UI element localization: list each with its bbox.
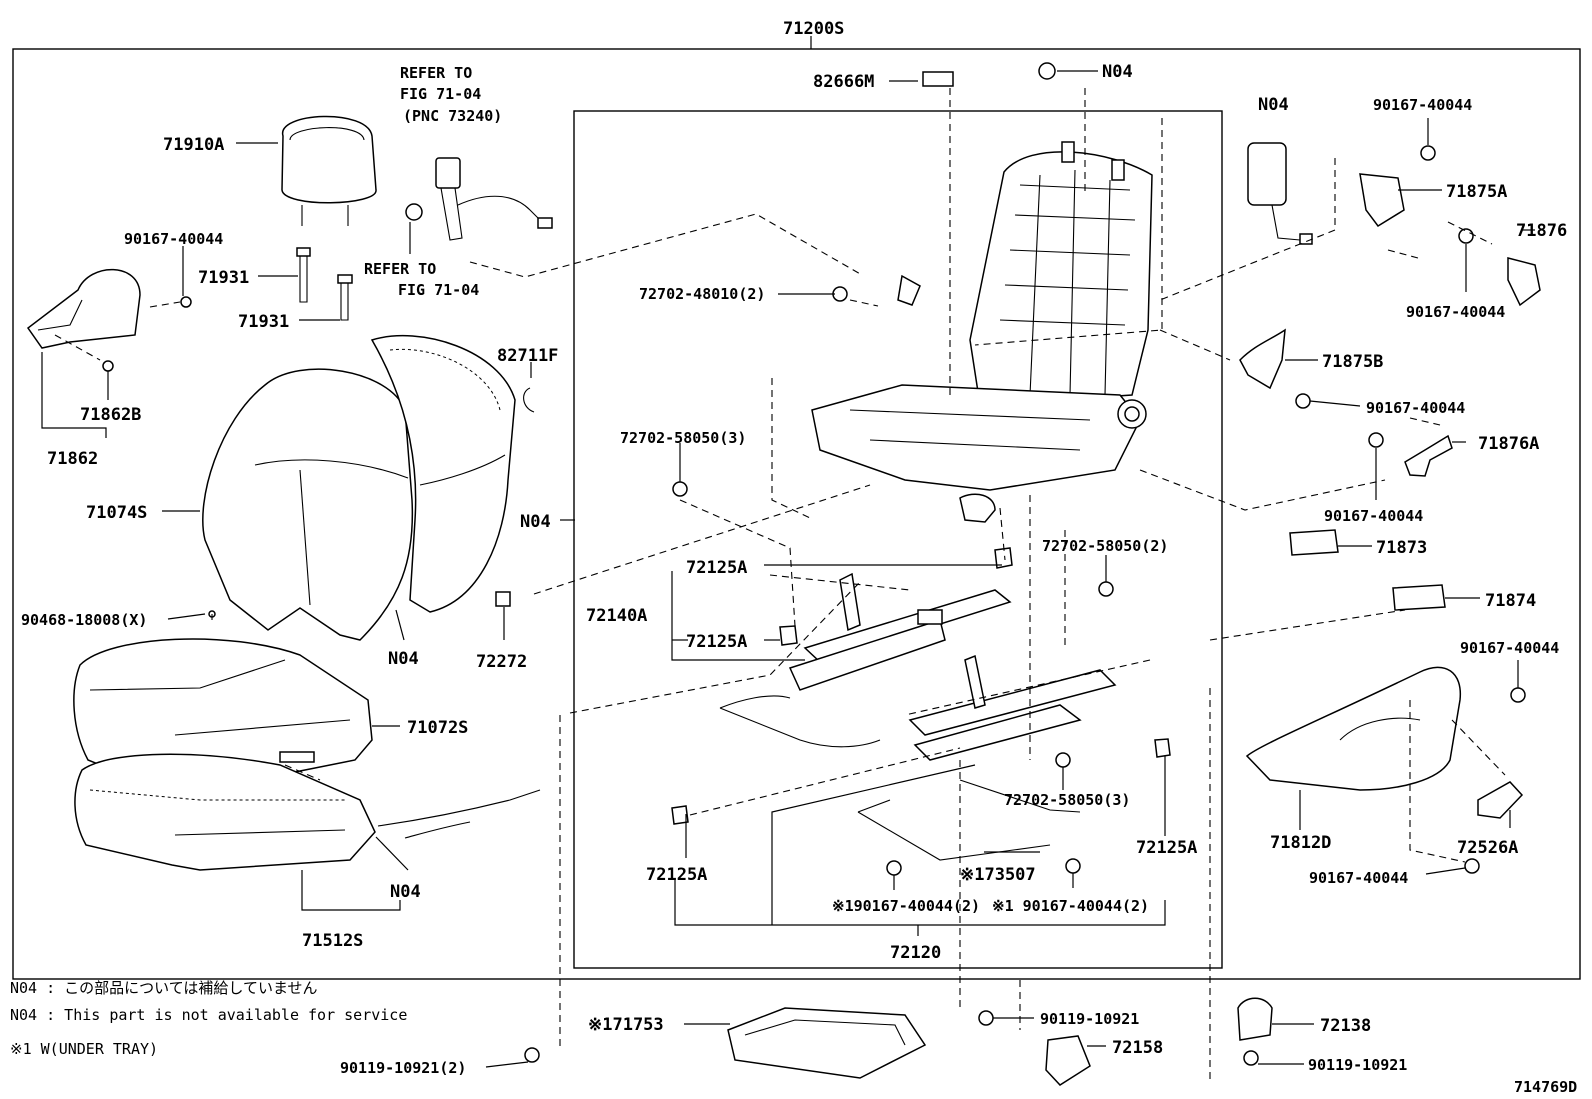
label-72526A: 72526A [1457, 838, 1518, 858]
label-190167: ※190167-40044(2) [832, 897, 980, 915]
label-90167-r4: 90167-40044 [1324, 507, 1423, 525]
label-71812D: 71812D [1270, 833, 1331, 853]
label-72140A: 72140A [586, 606, 647, 626]
seat-track-72120 [671, 654, 1171, 825]
label-72702-58050-3a: 72702-58050(3) [620, 429, 746, 447]
label-72158: 72158 [1112, 1038, 1163, 1058]
label-refer2-line2: FIG 71-04 [398, 281, 479, 299]
label-71931-a: 71931 [198, 268, 249, 288]
label-72702-48010: 72702-48010(2) [639, 285, 765, 303]
label-90167-r6: 90167-40044 [1309, 869, 1408, 887]
seat-frame-subframe [573, 110, 1223, 969]
note-jp: N04 : この部品については補給していません [10, 979, 318, 997]
assembly-code: 71200S [783, 19, 844, 39]
label-72125A-2: 72125A [686, 632, 747, 652]
label-71873: 71873 [1376, 538, 1427, 558]
cover-71875A [1359, 173, 1405, 227]
label-90119-b: 90119-10921 [1308, 1056, 1407, 1074]
label-90167-r1: 90167-40044 [1373, 96, 1472, 114]
label-71910A: 71910A [163, 135, 224, 155]
label-173507: ※173507 [960, 865, 1036, 885]
label-N04-top: N04 [1102, 62, 1133, 82]
label-refer1-line1: REFER TO [400, 64, 472, 82]
label-171753: ※171753 [588, 1015, 664, 1035]
label-90119-2: 90119-10921(2) [340, 1059, 466, 1077]
label-82711F: 82711F [497, 346, 558, 366]
label-refer2-line1: REFER TO [364, 260, 436, 278]
label-71875A: 71875A [1446, 182, 1507, 202]
label-71876A: 71876A [1478, 434, 1539, 454]
label-71074S: 71074S [86, 503, 147, 523]
headrest [281, 115, 377, 226]
label-90167-r3: 90167-40044 [1366, 399, 1465, 417]
label-72702-58050-3b: 72702-58050(3) [1004, 791, 1130, 809]
seatback-frame [969, 141, 1153, 406]
seat-belt-buckle [405, 157, 553, 241]
label-refer1-line3: (PNC 73240) [403, 107, 502, 125]
label-72702-58050-2: 72702-58050(2) [1042, 537, 1168, 555]
reference-lines [54, 88, 1506, 1082]
knob-72526A [1477, 781, 1524, 819]
label-90167-r2: 90167-40044 [1406, 303, 1505, 321]
label-71862: 71862 [47, 449, 98, 469]
cover-71876 [1507, 257, 1541, 307]
footnotes: N04 : この部品については補給していません N04 : This part … [10, 979, 407, 1058]
label-72272: 72272 [476, 652, 527, 672]
label-72125A-3: 72125A [646, 865, 707, 885]
label-90167-headrest: 90167-40044 [124, 230, 223, 248]
cover-72138 [1237, 997, 1273, 1041]
label-72125A-1: 72125A [686, 558, 747, 578]
label-refer1-line2: FIG 71-04 [400, 85, 481, 103]
seatback-pad [370, 334, 516, 613]
note-en: N04 : This part is not available for ser… [10, 1006, 407, 1024]
seat-track-72125A [779, 547, 1013, 691]
cover-71875B [1239, 328, 1286, 390]
tray-71753 [727, 1007, 927, 1079]
label-71876: 71876 [1516, 221, 1567, 241]
label-72125A-4: 72125A [1136, 838, 1197, 858]
label-N04-mid: N04 [520, 512, 551, 532]
side-airbag [1247, 142, 1313, 245]
cover-71876A [1404, 434, 1453, 477]
headrest-support-guide [296, 247, 353, 321]
figure-code: 714769D [1514, 1078, 1577, 1096]
part-labels: 71200S 82666M N04 REFER TO FIG 71-04 (PN… [21, 19, 1577, 1096]
label-90119-a: 90119-10921 [1040, 1010, 1139, 1028]
bracket-71874 [1392, 584, 1446, 611]
label-90468: 90468-18008(X) [21, 611, 147, 629]
label-N04-cushion: N04 [390, 882, 421, 902]
label-72120: 72120 [890, 943, 941, 963]
wire-harness-173507 [857, 779, 1081, 861]
label-71512S: 71512S [302, 931, 363, 951]
bolts [524, 145, 1526, 1066]
leader-lines [41, 70, 1535, 1068]
seatback-cover-71074S [202, 368, 414, 641]
assembly-frame [12, 48, 1581, 980]
label-90167-r5: 90167-40044 [1460, 639, 1559, 657]
track-wire [719, 695, 881, 748]
label-71875B: 71875B [1322, 352, 1383, 372]
label-N04-back: N04 [388, 649, 419, 669]
label-71874: 71874 [1485, 591, 1536, 611]
bracket-71873 [1289, 529, 1339, 556]
note-under-tray: ※1 W(UNDER TRAY) [10, 1040, 158, 1058]
label-71072S: 71072S [407, 718, 468, 738]
side-cover-71862 [26, 268, 192, 372]
label-71931-b: 71931 [238, 312, 289, 332]
seat-cushion-pad-71512S [74, 753, 376, 871]
seat-cushion-frame [811, 384, 1147, 523]
label-71862B: 71862B [80, 405, 141, 425]
label-72138: 72138 [1320, 1016, 1371, 1036]
shield-71812D [1245, 666, 1461, 791]
label-1-90167: ※1 90167-40044(2) [992, 897, 1149, 915]
cushion-wire [377, 789, 541, 839]
label-82666M: 82666M [813, 72, 874, 92]
label-N04-side: N04 [1258, 95, 1289, 115]
cover-72158 [1045, 1035, 1091, 1086]
